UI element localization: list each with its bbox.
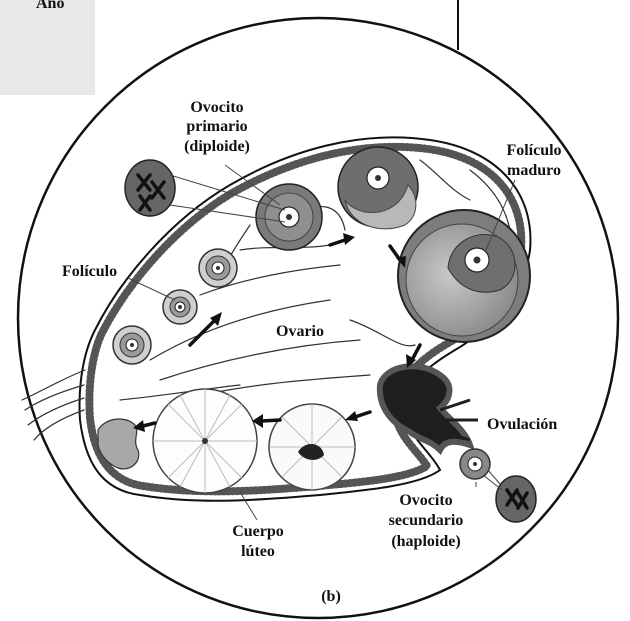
label-ovary: Ovario [276,323,324,340]
corpus-luteum-large [153,389,257,493]
label-mature-follicle-1: Folículo [506,142,561,159]
label-primary-oocyte-2: primario [186,118,247,135]
released-oocyte [460,449,502,490]
label-secondary-oocyte-1: Ovocito [399,492,452,509]
label-ovulation: Ovulación [487,416,557,433]
label-mature-follicle-2: maduro [507,162,561,179]
haploid-chromosome-cell [496,476,536,522]
follicle-small-2 [163,290,197,324]
follicle-secondary [338,147,418,229]
header-fragment-bg [0,0,95,95]
follicle-mature [398,210,530,342]
follicle-small-3 [199,249,237,287]
panel-label: (b) [321,588,341,605]
label-follicle: Folículo [62,263,117,280]
follicle-small-1 [113,326,151,364]
label-primary-oocyte-3: (diploide) [184,138,250,155]
label-corpus-luteum-2: lúteo [241,543,275,560]
follicle-growing [256,184,322,250]
label-primary-oocyte-1: Ovocito [190,99,243,116]
label-corpus-luteum-1: Cuerpo [232,523,284,540]
header-fragment-text: Ano [36,0,64,12]
label-secondary-oocyte-2: secundario [389,512,464,529]
label-secondary-oocyte-3: (haploide) [391,533,460,550]
corpus-luteum-developing [269,404,355,490]
